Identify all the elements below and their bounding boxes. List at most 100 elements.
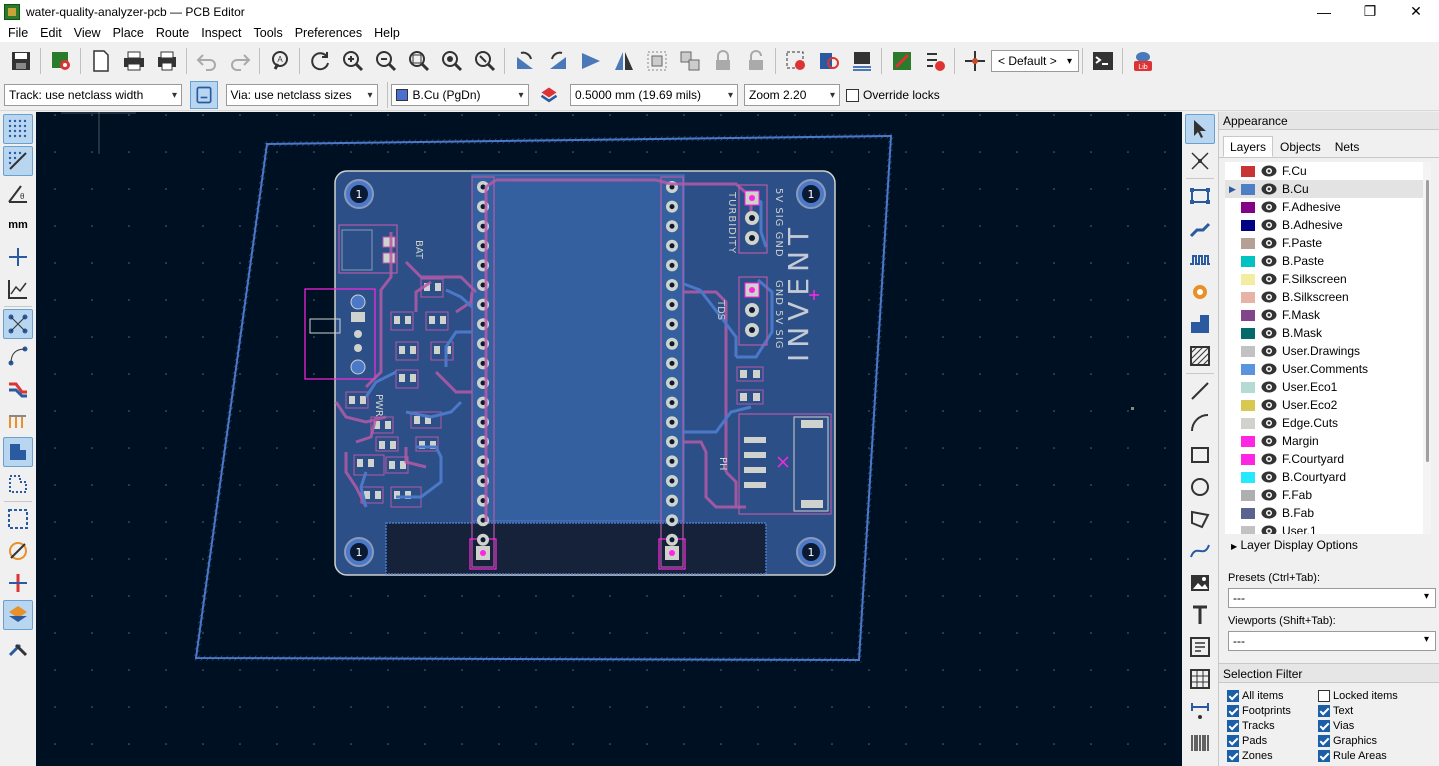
smd-components[interactable] [345,278,454,508]
rotate-cw-button[interactable] [543,46,573,76]
eye-icon[interactable] [1261,219,1277,231]
draw-line-button[interactable] [1185,376,1215,406]
menu-edit[interactable]: Edit [40,25,62,40]
rotate-ccw-button[interactable] [510,46,540,76]
filter-text[interactable]: Text [1318,704,1428,718]
page-settings-button[interactable] [86,46,116,76]
mounting-hole[interactable]: 1 [796,179,826,209]
add-text-button[interactable] [1185,600,1215,630]
checkbox[interactable] [1318,690,1330,702]
auto-track-width-button[interactable] [189,81,218,109]
checkbox[interactable] [1227,720,1239,732]
layer-color-swatch[interactable] [1241,291,1255,303]
zoom-fit-button[interactable] [404,46,434,76]
menu-view[interactable]: View [73,25,101,40]
add-rule-area-button[interactable] [1185,341,1215,371]
viewports-select[interactable]: ---▾ [1228,631,1436,651]
router-graph-button[interactable] [3,274,33,304]
add-textbox-button[interactable] [1185,632,1215,662]
tab-layers[interactable]: Layers [1223,136,1274,157]
layer-row-b-paste[interactable]: B.Paste [1225,252,1431,270]
layer-pair-button[interactable] [536,80,562,110]
layer-row-b-fab[interactable]: B.Fab [1225,504,1431,522]
add-zone-button[interactable] [1185,309,1215,339]
add-via-button[interactable] [1185,277,1215,307]
minimize-button[interactable]: — [1317,3,1331,20]
layer-color-swatch[interactable] [1241,381,1255,393]
checkbox[interactable] [1318,735,1330,747]
layer-color-swatch[interactable] [1241,309,1255,321]
zoom-objects-button[interactable] [437,46,467,76]
track-width-select[interactable]: Track: use netclass width▾ [4,84,182,106]
layer-row-user-comments[interactable]: User.Comments [1225,360,1431,378]
menu-place[interactable]: Place [112,25,144,40]
close-button[interactable]: ✕ [1410,3,1422,19]
add-image-button[interactable] [1185,568,1215,598]
route-track-button[interactable] [1185,213,1215,243]
checkbox[interactable] [1318,720,1330,732]
unlock-button[interactable] [741,46,771,76]
zoom-out-button[interactable] [371,46,401,76]
layer-preset-select[interactable]: < Default >▾ [991,50,1079,72]
draw-circle-button[interactable] [1185,472,1215,502]
layer-color-swatch[interactable] [1241,417,1255,429]
grid-size-select[interactable]: 0.5000 mm (19.69 mils)▾ [570,84,738,106]
zoom-in-button[interactable] [338,46,368,76]
scripting-console-button[interactable] [1088,46,1118,76]
draw-polygon-button[interactable] [1185,504,1215,534]
drc-button[interactable] [887,46,917,76]
menu-preferences[interactable]: Preferences [294,25,363,40]
layer-row-f-mask[interactable]: F.Mask [1225,306,1431,324]
footprint-editor-button[interactable] [847,46,877,76]
mirror-button[interactable] [609,46,639,76]
layer-color-swatch[interactable] [1241,435,1255,447]
select-tool-button[interactable] [1185,114,1215,144]
pad-display-button[interactable] [3,504,33,534]
layer-row-f-adhesive[interactable]: F.Adhesive [1225,198,1431,216]
redo-button[interactable] [225,46,255,76]
zoom-selection-button[interactable] [470,46,500,76]
layer-row-user-eco2[interactable]: User.Eco2 [1225,396,1431,414]
grid-overrides-button[interactable] [3,146,33,176]
update-pcb-button[interactable] [781,46,811,76]
layer-row-f-cu[interactable]: F.Cu [1225,162,1431,180]
flip-button[interactable] [576,46,606,76]
plugin-content-manager-button[interactable]: Lib [1128,46,1158,76]
checkbox[interactable] [1227,735,1239,747]
filter-pads[interactable]: Pads [1227,734,1318,748]
layer-row-b-adhesive[interactable]: B.Adhesive [1225,216,1431,234]
checkbox[interactable] [1227,690,1239,702]
eye-icon[interactable] [1261,201,1277,213]
filter-tracks[interactable]: Tracks [1227,719,1318,733]
eye-icon[interactable] [1261,453,1277,465]
checkbox[interactable] [1318,705,1330,717]
eye-icon[interactable] [1261,273,1277,285]
maximize-button[interactable]: ❐ [1363,3,1377,19]
eye-icon[interactable] [1261,525,1277,534]
undo-button[interactable] [192,46,222,76]
checkbox[interactable] [1318,750,1330,762]
filter-footprints[interactable]: Footprints [1227,704,1318,718]
eye-icon[interactable] [1261,507,1277,519]
eye-icon[interactable] [1261,471,1277,483]
polar-coords-button[interactable]: θ [3,178,33,208]
group-button[interactable] [642,46,672,76]
eye-icon[interactable] [1261,327,1277,339]
track-display-button[interactable] [3,373,33,403]
checkbox[interactable] [1227,705,1239,717]
tds-connector[interactable]: TDS GND 5V SIG [715,276,784,350]
draw-rectangle-button[interactable] [1185,440,1215,470]
layer-color-swatch[interactable] [1241,471,1255,483]
tab-objects[interactable]: Objects [1280,140,1321,154]
local-ratsnest-button[interactable] [1185,146,1215,176]
layer-display-options-toggle[interactable]: ▶ Layer Display Options [1231,538,1358,552]
layer-color-swatch[interactable] [1241,201,1255,213]
layer-row-user-drawings[interactable]: User.Drawings [1225,342,1431,360]
net-inspector-button[interactable] [960,46,990,76]
print-button[interactable] [119,46,149,76]
right-pin-header[interactable] [658,176,686,570]
tune-length-button[interactable] [1185,245,1215,275]
eye-icon[interactable] [1261,417,1277,429]
menu-help[interactable]: Help [374,25,400,40]
eye-icon[interactable] [1261,435,1277,447]
